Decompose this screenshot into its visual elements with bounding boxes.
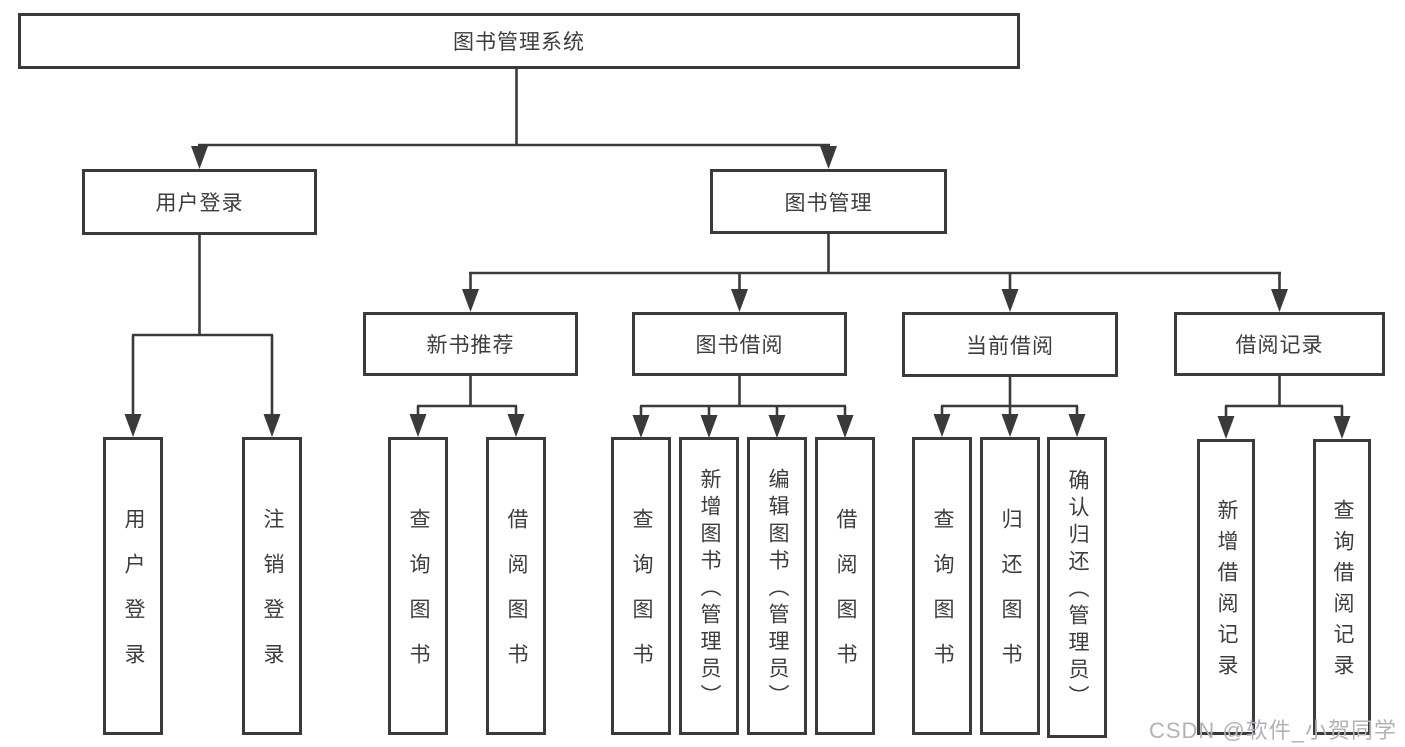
leaf-current-confirm-return-admin: 确认归还（管理员） — [1047, 437, 1107, 738]
leaf-borrowing-query-books: 查询图书 — [611, 437, 671, 735]
leaf-current-return-books-label: 归还图书 — [999, 508, 1022, 688]
leaf-newbooks-query-books-label: 查询图书 — [407, 508, 430, 688]
leaf-records-query-record: 查询借阅记录 — [1313, 439, 1371, 735]
leaf-user-login: 用户登录 — [103, 437, 163, 735]
leaf-borrowing-edit-books-admin-label: 编辑图书（管理员） — [766, 467, 789, 711]
leaf-records-add-record-label: 新增借阅记录 — [1215, 499, 1238, 685]
leaf-records-query-record-label: 查询借阅记录 — [1331, 499, 1354, 685]
node-current-borrowing: 当前借阅 — [902, 312, 1118, 377]
leaf-current-query-books: 查询图书 — [912, 437, 972, 735]
leaf-current-confirm-return-admin-label: 确认归还（管理员） — [1066, 469, 1089, 712]
node-user-login: 用户登录 — [82, 169, 317, 235]
csdn-watermark: CSDN @软件_小贺同学 — [1148, 718, 1397, 743]
leaf-newbooks-borrow-books-label: 借阅图书 — [505, 508, 528, 688]
leaf-borrowing-edit-books-admin: 编辑图书（管理员） — [747, 437, 807, 735]
leaf-newbooks-query-books: 查询图书 — [388, 437, 448, 735]
leaf-current-query-books-label: 查询图书 — [931, 508, 954, 688]
leaf-borrowing-query-books-label: 查询图书 — [630, 508, 653, 688]
leaf-newbooks-borrow-books: 借阅图书 — [486, 437, 546, 735]
node-book-borrowing: 图书借阅 — [632, 312, 847, 376]
leaf-records-add-record: 新增借阅记录 — [1197, 439, 1255, 735]
leaf-borrowing-add-books-admin: 新增图书（管理员） — [679, 437, 739, 735]
leaf-user-login-label: 用户登录 — [122, 508, 145, 688]
node-new-book-recommendation: 新书推荐 — [363, 312, 578, 376]
node-book-management: 图书管理 — [710, 169, 947, 234]
leaf-borrowing-borrow-books: 借阅图书 — [815, 437, 875, 735]
leaf-borrowing-borrow-books-label: 借阅图书 — [834, 508, 857, 688]
node-library-management-system: 图书管理系统 — [18, 13, 1020, 69]
leaf-current-return-books: 归还图书 — [980, 437, 1040, 735]
leaf-logout-label: 注销登录 — [261, 508, 284, 688]
leaf-borrowing-add-books-admin-label: 新增图书（管理员） — [698, 467, 721, 711]
node-borrowing-records: 借阅记录 — [1174, 312, 1385, 376]
leaf-logout: 注销登录 — [242, 437, 302, 735]
